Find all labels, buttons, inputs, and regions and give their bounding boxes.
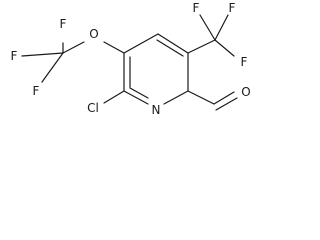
trifluoromethoxy-group: O F F F	[11, 17, 125, 98]
trifluoromethyl-group: F F F	[187, 1, 248, 69]
bond-ring-bottom-left	[123, 90, 149, 105]
atom-f-left-bottom: F	[33, 84, 40, 98]
structure-diagram: O F F F F F F N Cl O	[11, 1, 251, 117]
atom-f-left-mid: F	[11, 49, 18, 63]
atom-cl: Cl	[87, 101, 99, 115]
atom-n-ring: N	[152, 103, 161, 117]
bond-ring-bottom-left-double	[129, 87, 149, 99]
bond-ring-top-left	[123, 33, 159, 54]
chloro-group: Cl	[87, 90, 125, 115]
pyridine-ring	[123, 33, 189, 105]
bond-ring-oxygen	[103, 41, 125, 54]
bond-cho-o-double	[215, 97, 238, 111]
bond-ring-top-right-double	[156, 39, 184, 57]
bond-cf3-f-top-right	[214, 14, 229, 41]
bond-ring-cho	[187, 90, 215, 105]
aldehyde-group: O	[187, 85, 251, 111]
atom-f-right-top-left: F	[193, 1, 200, 15]
atom-o-aldehyde: O	[241, 85, 250, 99]
bond-cf3-f-top-left	[199, 14, 216, 41]
atom-o-ether: O	[89, 27, 98, 41]
bond-cf3-f-right	[214, 39, 235, 57]
bond-oxygen-carbon	[62, 41, 85, 54]
bond-ring-top-right	[157, 33, 189, 54]
bond-ring-cf3	[187, 39, 216, 54]
atom-f-right-mid: F	[241, 55, 248, 69]
atom-f-right-top-right: F	[229, 1, 236, 15]
bond-ring-cl	[103, 90, 125, 104]
bond-cf-bottom	[41, 52, 64, 83]
bond-cho-o	[213, 91, 235, 105]
atom-f-left-top: F	[60, 17, 67, 31]
bond-cf-mid	[21, 52, 64, 57]
bond-ring-bottom-right	[163, 90, 189, 105]
